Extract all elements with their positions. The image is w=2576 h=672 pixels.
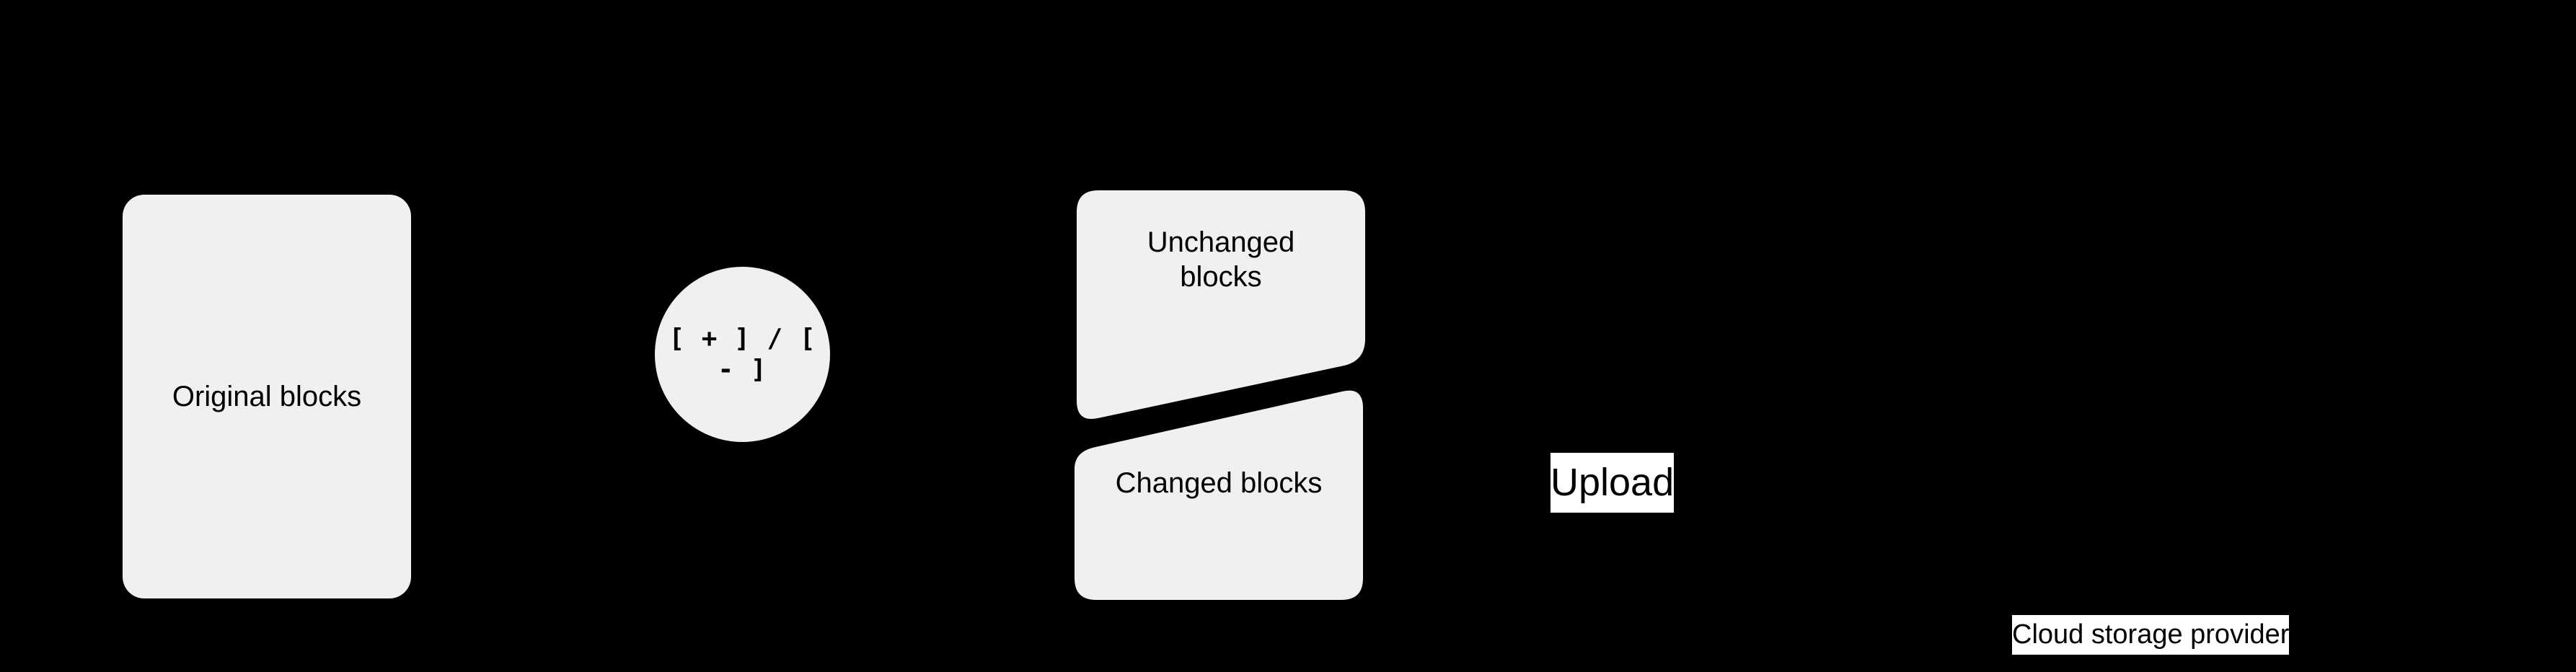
unchanged-blocks-label-line1: Unchanged [1147, 226, 1295, 258]
node-unchanged-blocks-label: Unchanged blocks [1077, 216, 1365, 303]
label-cloud-storage-provider: Cloud storage provider [2012, 615, 2290, 655]
edge-label-upload: Upload [1551, 453, 1675, 513]
node-changed-blocks-label: Changed blocks [1075, 461, 1363, 505]
changed-blocks-label-text: Changed blocks [1115, 467, 1323, 499]
unchanged-blocks-label-line2: blocks [1180, 261, 1262, 293]
node-original-blocks-label: Original blocks [172, 380, 362, 412]
node-original-blocks[interactable]: Original blocks [123, 195, 411, 598]
node-diff-circle[interactable]: [ + ] / [ - ] [655, 267, 830, 442]
diff-plus-minus-icon: [ + ] / [ - ] [669, 324, 816, 384]
